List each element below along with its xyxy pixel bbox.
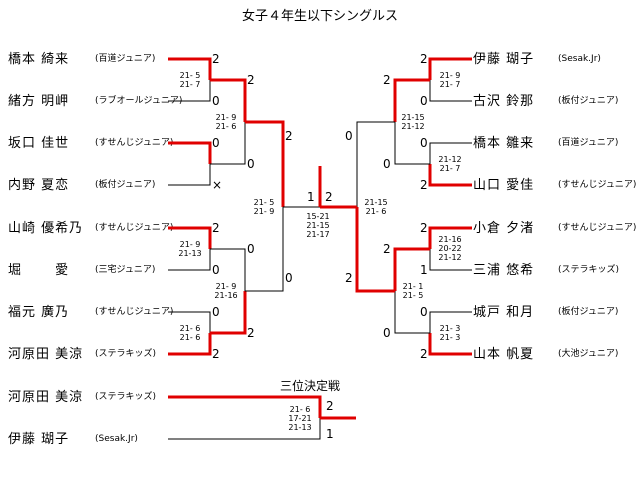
score: 2 bbox=[247, 73, 255, 87]
score: 0 bbox=[247, 242, 255, 256]
left-player-4-name: 内野 夏恋 bbox=[8, 178, 70, 193]
score: 0 bbox=[345, 129, 353, 143]
score: 2 bbox=[383, 73, 391, 87]
third-score-bottom: 1 bbox=[326, 427, 334, 441]
score: 2 bbox=[285, 129, 293, 143]
right-player-8-club: (大池ジュニア) bbox=[558, 349, 619, 359]
right-player-7-name: 城戸 和月 bbox=[473, 305, 535, 320]
right-player-2-name: 古沢 鈴那 bbox=[473, 94, 535, 109]
right-player-1-name: 伊藤 瑚子 bbox=[473, 52, 535, 67]
right-player-3-club: (百道ジュニア) bbox=[558, 138, 619, 148]
score: 0 bbox=[420, 136, 428, 150]
score: 2 bbox=[345, 271, 353, 285]
score-walkover: × bbox=[212, 178, 223, 192]
score: 0 bbox=[247, 157, 255, 171]
right-player-5-club: (すせんじジュニア) bbox=[558, 223, 637, 233]
score: 2 bbox=[212, 221, 220, 235]
left-player-2-name: 緒方 明岬 bbox=[8, 94, 70, 109]
third-place-label: 三位決定戦 bbox=[280, 379, 341, 393]
left-player-8-club: (ステラキッズ) bbox=[95, 349, 157, 359]
third-player-2-name: 伊藤 瑚子 bbox=[8, 432, 70, 447]
left-player-4-club: (板付ジュニア) bbox=[95, 180, 156, 190]
score: 0 bbox=[212, 136, 220, 150]
score: 2 bbox=[383, 242, 391, 256]
score: 2 bbox=[212, 347, 220, 361]
left-player-7-name: 福元 廣乃 bbox=[8, 305, 70, 320]
score: 2 bbox=[212, 52, 220, 66]
score: 0 bbox=[212, 305, 220, 319]
right-player-3-name: 橋本 雛来 bbox=[473, 136, 535, 151]
left-player-6-name: 堀 愛 bbox=[8, 263, 70, 278]
score: 2 bbox=[420, 221, 428, 235]
score: 2 bbox=[420, 347, 428, 361]
score: 2 bbox=[420, 52, 428, 66]
score: 2 bbox=[247, 326, 255, 340]
score: 0 bbox=[285, 271, 293, 285]
right-player-4-club: (すせんじジュニア) bbox=[558, 180, 637, 190]
left-player-3-club: (すせんじジュニア) bbox=[95, 138, 174, 148]
third-score-top: 2 bbox=[326, 399, 334, 413]
score: 2 bbox=[420, 178, 428, 192]
third-player-1-name: 河原田 美涼 bbox=[8, 390, 84, 405]
third-player-1-club: (ステラキッズ) bbox=[95, 392, 157, 402]
left-player-5-name: 山崎 優希乃 bbox=[8, 221, 84, 236]
left-player-2-club: (ラブオールジュニア) bbox=[95, 96, 183, 106]
score: 0 bbox=[212, 263, 220, 277]
left-player-3-name: 坂口 佳世 bbox=[8, 136, 70, 151]
final-score-left: 1 bbox=[307, 190, 315, 204]
right-player-5-name: 小倉 夕渚 bbox=[473, 221, 535, 236]
final-score-right: 2 bbox=[325, 190, 333, 204]
bracket-title: 女子４年生以下シングルス bbox=[241, 9, 398, 24]
score: 0 bbox=[420, 305, 428, 319]
right-player-6-name: 三浦 悠希 bbox=[473, 263, 535, 278]
left-player-1-name: 橋本 綺来 bbox=[8, 52, 70, 67]
left-player-6-club: (三宅ジュニア) bbox=[95, 265, 156, 275]
left-player-1-club: (百道ジュニア) bbox=[95, 54, 156, 64]
right-player-7-club: (板付ジュニア) bbox=[558, 307, 619, 317]
score: 0 bbox=[383, 326, 391, 340]
third-player-2-club: (Sesak.Jr) bbox=[95, 434, 138, 444]
left-player-8-name: 河原田 美涼 bbox=[8, 347, 84, 362]
right-player-2-club: (板付ジュニア) bbox=[558, 96, 619, 106]
left-player-7-club: (すせんじジュニア) bbox=[95, 307, 174, 317]
score: 0 bbox=[420, 94, 428, 108]
score: 0 bbox=[212, 94, 220, 108]
right-player-1-club: (Sesak.Jr) bbox=[558, 54, 601, 64]
right-player-6-club: (ステラキッズ) bbox=[558, 265, 620, 275]
left-player-5-club: (すせんじジュニア) bbox=[95, 223, 174, 233]
right-player-4-name: 山口 愛佳 bbox=[473, 178, 535, 193]
score: 1 bbox=[420, 263, 428, 277]
score: 0 bbox=[383, 157, 391, 171]
right-player-8-name: 山本 帆夏 bbox=[473, 347, 535, 362]
